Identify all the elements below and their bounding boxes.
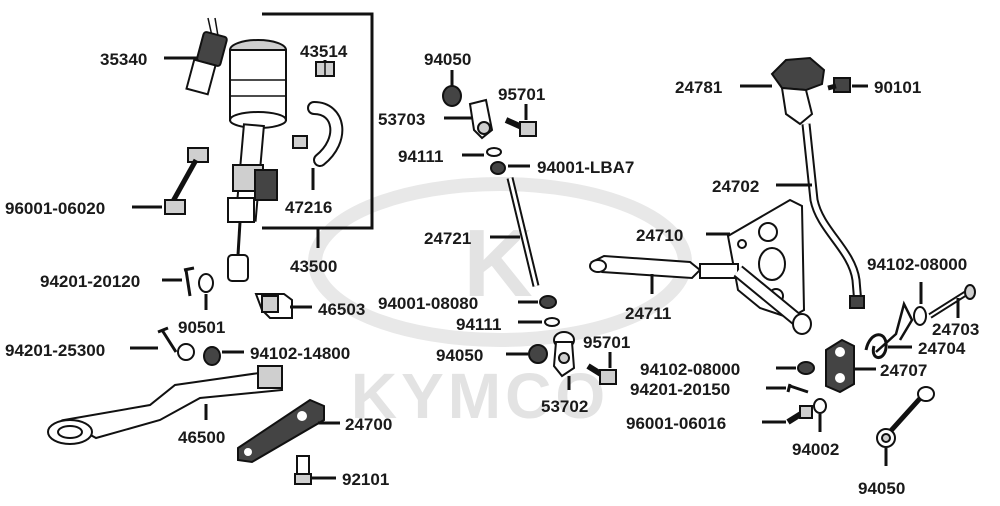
label-95701-mid: 95701: [583, 333, 630, 352]
label-94102-08000-right: 94102-08000: [867, 255, 967, 274]
bolt-part-90101: [827, 77, 851, 93]
stud-part-94050-bottom: [876, 386, 935, 448]
hose-clip: [292, 135, 308, 149]
spring-part-24704: [864, 300, 914, 359]
label-43514: 43514: [300, 42, 348, 61]
nut-part-94001-08080: [539, 295, 557, 309]
shaft-arm-part-24711: [589, 254, 812, 335]
label-35340: 35340: [100, 50, 147, 69]
label-24702: 24702: [712, 177, 759, 196]
washer-part-94102-08000-mid: [797, 361, 815, 375]
cotter-pin-part-94201-20150: [786, 383, 809, 394]
washer-part-94002: [813, 398, 827, 414]
label-24704: 24704: [918, 339, 966, 358]
cotter-pin-part-94201-20120: [183, 266, 195, 297]
nut-part-94050-top: [442, 85, 462, 107]
bolt-part-95701-mid: [586, 363, 617, 385]
label-94050-mid: 94050: [436, 346, 483, 365]
rod-end-part-53702: [552, 331, 576, 378]
label-94001-08080: 94001-08080: [378, 294, 478, 313]
label-94201-20150: 94201-20150: [630, 380, 730, 399]
washer-part-94102-14800-a: [177, 343, 195, 361]
hose-part-47216: [309, 103, 342, 165]
label-24703: 24703: [932, 320, 979, 339]
rod-end-part-53703: [468, 98, 494, 140]
bolt-part-95701-top: [504, 117, 537, 137]
master-cylinder-part: [227, 39, 287, 282]
label-94201-25300: 94201-25300: [5, 341, 105, 360]
nut-part-94001-lba7: [490, 161, 506, 175]
washer-part-90501: [198, 273, 214, 293]
label-53702: 53702: [541, 397, 588, 416]
plate-part-24700: [237, 398, 325, 464]
label-24710: 24710: [636, 226, 683, 245]
block-part-24707: [825, 338, 855, 394]
bolt-part-96001-06016: [786, 405, 813, 425]
rod-part-24721: [508, 177, 538, 287]
bolt-part-92101: [294, 455, 312, 485]
label-24721: 24721: [424, 229, 471, 248]
label-94001-lba7: 94001-LBA7: [537, 158, 634, 177]
brake-switch-part: [185, 17, 228, 96]
label-46503: 46503: [318, 300, 365, 319]
shift-lever-part-24702: [803, 123, 861, 305]
bracket-part-46503: [254, 293, 293, 319]
label-96001-06020: 96001-06020: [5, 199, 105, 218]
label-43500: 43500: [290, 257, 337, 276]
pin-part-94201-25300: [157, 326, 178, 353]
bolt-part-96001-06020: [164, 147, 209, 215]
label-94002: 94002: [792, 440, 839, 459]
label-94201-20120: 94201-20120: [40, 272, 140, 291]
label-46500: 46500: [178, 428, 225, 447]
label-24781: 24781: [675, 78, 722, 97]
label-24711: 24711: [625, 304, 671, 323]
label-94102-08000-mid: 94102-08000: [640, 360, 740, 379]
pin-part-24703: [928, 284, 976, 319]
label-24707: 24707: [880, 361, 927, 380]
label-94050-bottom: 94050: [858, 479, 905, 498]
washer-part-94111-bottom: [544, 317, 560, 327]
label-94050-top: 94050: [424, 50, 471, 69]
washer-part-94102-08000-right: [913, 306, 927, 326]
label-90101: 90101: [874, 78, 921, 97]
shift-knob-part-24781: [770, 56, 826, 126]
label-92101: 92101: [342, 470, 389, 489]
label-94111-top: 94111: [398, 147, 443, 166]
label-47216: 47216: [285, 198, 332, 217]
washer-part-94102-14800-b: [203, 346, 221, 366]
label-94111-bottom: 94111: [456, 315, 501, 334]
clip-part-43514: [315, 61, 335, 77]
label-90501: 90501: [178, 318, 225, 337]
label-53703: 53703: [378, 110, 425, 129]
label-94102-14800: 94102-14800: [250, 344, 350, 363]
label-95701-top: 95701: [498, 85, 545, 104]
label-24700: 24700: [345, 415, 392, 434]
bracket-plate-part-24710: [726, 198, 806, 320]
brake-pedal-part-46500: [47, 365, 284, 445]
nut-part-94050-mid: [528, 344, 548, 364]
shift-lever-outline: [801, 123, 863, 305]
label-96001-06016: 96001-06016: [626, 414, 726, 433]
washer-part-94111-top: [486, 147, 502, 157]
lever-end: [849, 295, 865, 309]
